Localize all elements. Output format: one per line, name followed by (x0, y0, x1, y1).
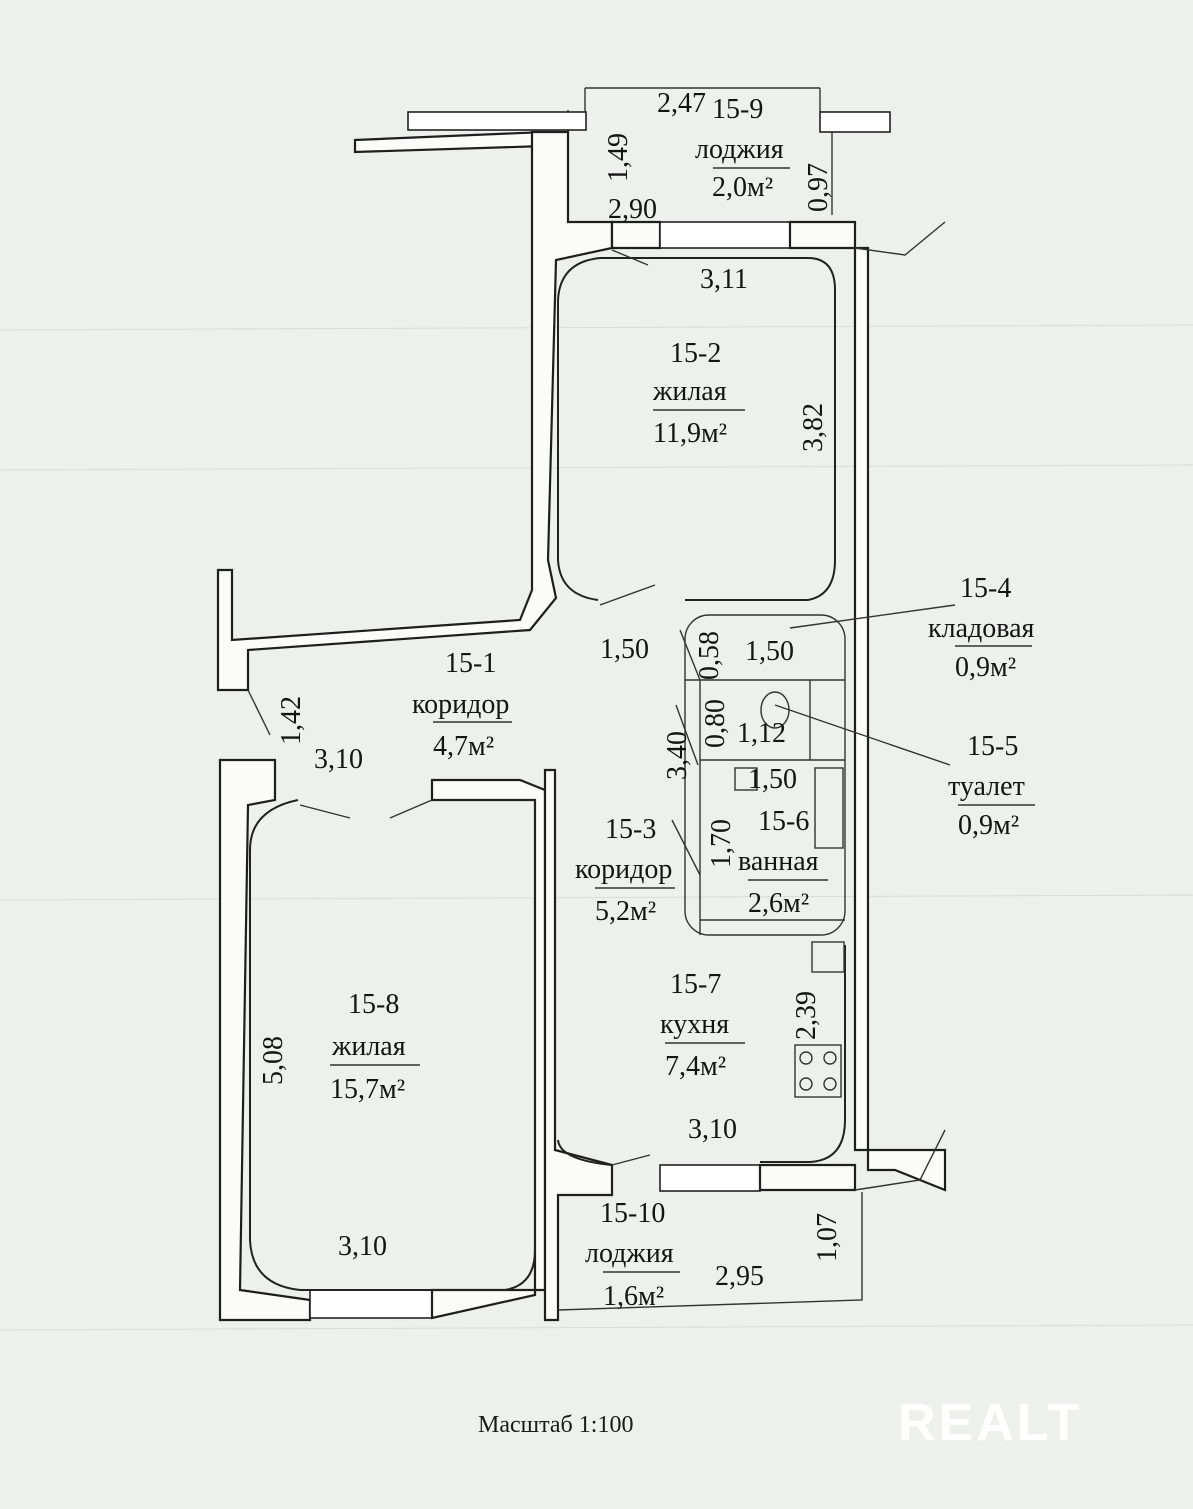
room-id-15-5: 15-5 (967, 731, 1018, 762)
scale-caption: Масштаб 1:100 (478, 1412, 633, 1438)
room-id-15-4: 15-4 (960, 573, 1011, 604)
room-name-15-8: жилая (331, 1031, 406, 1062)
dim-1-42: 1,42 (276, 696, 307, 745)
dim-1-07: 1,07 (812, 1213, 843, 1262)
dim-3-10-bedroom: 3,10 (338, 1231, 387, 1262)
dim-3-11: 3,11 (700, 264, 748, 295)
room-area-15-7: 7,4м² (665, 1051, 726, 1082)
room-area-15-9: 2,0м² (712, 172, 773, 203)
room-area-15-8: 15,7м² (330, 1074, 405, 1105)
dimensions: 2,47 1,49 0,97 2,90 3,11 3,82 1,50 0,58 … (258, 88, 843, 1292)
room-outlines (247, 249, 956, 1311)
dim-2-90: 2,90 (608, 194, 657, 225)
paper-lines (0, 324, 1193, 1331)
room-id-15-9: 15-9 (712, 94, 763, 125)
room-area-15-1: 4,7м² (433, 731, 494, 762)
dim-2-39: 2,39 (791, 991, 822, 1040)
room-labels: 15-9 лоджия 2,0м² 15-2 жилая 11,9м² 15-4… (330, 94, 1035, 1312)
room-id-15-1: 15-1 (445, 648, 496, 679)
room-area-15-2: 11,9м² (653, 418, 727, 449)
room-id-15-8: 15-8 (348, 989, 399, 1020)
dim-0-58: 0,58 (694, 631, 725, 680)
room-name-15-3: коридор (575, 854, 672, 885)
dim-3-10-corridor: 3,10 (314, 744, 363, 775)
loggia-top (407, 87, 891, 215)
realt-watermark-logo: REALT (898, 1394, 1082, 1452)
room-name-15-6: ванная (738, 846, 819, 877)
room-area-15-5: 0,9м² (958, 810, 1019, 841)
dim-3-40: 3,40 (662, 731, 693, 780)
room-name-15-1: коридор (412, 689, 509, 720)
dim-3-10-kitchen: 3,10 (688, 1114, 737, 1145)
dim-1-12: 1,12 (737, 718, 786, 749)
dim-0-97: 0,97 (803, 163, 834, 212)
room-name-15-4: кладовая (928, 613, 1035, 644)
dim-1-50-storage: 1,50 (745, 636, 794, 667)
room-id-15-2: 15-2 (670, 338, 721, 369)
room-id-15-10: 15-10 (600, 1198, 665, 1229)
room-area-15-6: 2,6м² (748, 888, 809, 919)
room-id-15-3: 15-3 (605, 814, 656, 845)
dim-5-08: 5,08 (258, 1036, 289, 1085)
room-name-15-10: лоджия (585, 1238, 674, 1269)
room-name-15-2: жилая (652, 376, 727, 407)
room-name-15-5: туалет (948, 771, 1025, 802)
room-area-15-4: 0,9м² (955, 652, 1016, 683)
dim-2-95: 2,95 (715, 1261, 764, 1292)
dim-1-50-bath: 1,50 (748, 764, 797, 795)
dim-0-80: 0,80 (700, 699, 731, 748)
room-id-15-7: 15-7 (670, 969, 721, 1000)
dim-1-70: 1,70 (706, 819, 737, 868)
room-name-15-7: кухня (660, 1009, 729, 1040)
dim-3-82: 3,82 (798, 403, 829, 452)
room-name-15-9: лоджия (695, 134, 784, 165)
room-id-15-6: 15-6 (758, 806, 809, 837)
room-area-15-3: 5,2м² (595, 896, 656, 927)
dim-1-50-corridor: 1,50 (600, 634, 649, 665)
dim-1-49: 1,49 (603, 133, 634, 182)
room-area-15-10: 1,6м² (603, 1281, 664, 1312)
dim-2-47: 2,47 (657, 88, 706, 119)
